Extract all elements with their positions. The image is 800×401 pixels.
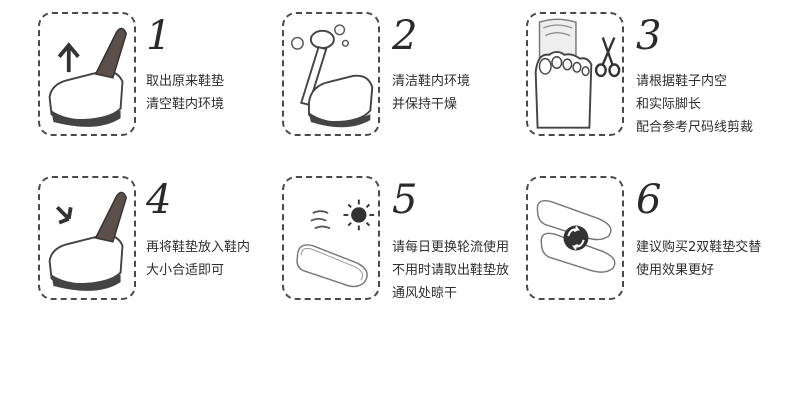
step-6-text: 建议购买2双鞋垫交替 使用效果更好 xyxy=(636,236,761,282)
step-4-frame xyxy=(38,176,136,300)
step-3-line-3: 配合参考尺码线剪裁 xyxy=(636,120,754,135)
shoe-insole-remove-icon xyxy=(48,27,128,127)
step-1-line-2: 清空鞋内环境 xyxy=(146,97,225,112)
step-4-text: 再将鞋垫放入鞋内 大小合适即可 xyxy=(146,236,250,282)
step-4-line-2: 大小合适即可 xyxy=(146,263,225,278)
step-5-text: 请每日更换轮流使用 不用时请取出鞋垫放 通风处晾干 xyxy=(392,236,509,305)
step-2-line-1: 清洁鞋内环境 xyxy=(392,74,471,89)
foot-insole-scissors-icon xyxy=(534,18,621,129)
step-1-frame xyxy=(38,12,136,136)
step-5-line-2: 不用时请取出鞋垫放 xyxy=(392,263,510,278)
step-3-text: 请根据鞋子内空 和实际脚长 配合参考尺码线剪裁 xyxy=(636,70,753,139)
shoe-clean-brush-icon xyxy=(290,24,374,128)
step-6-line-1: 建议购买2双鞋垫交替 xyxy=(636,240,762,255)
step-6-frame xyxy=(526,176,624,300)
step-2-frame xyxy=(282,12,380,136)
step-6-number: 6 xyxy=(636,177,662,223)
step-3-line-1: 请根据鞋子内空 xyxy=(636,74,728,89)
step-5-number: 5 xyxy=(392,177,418,223)
insole-swap-icon xyxy=(536,199,616,273)
step-3-number: 3 xyxy=(636,13,662,59)
step-3-line-2: 和实际脚长 xyxy=(636,97,702,112)
step-1-number: 1 xyxy=(146,13,172,59)
insole-sun-dry-icon xyxy=(296,199,375,288)
step-2-text: 清洁鞋内环境 并保持干燥 xyxy=(392,70,470,116)
step-5-frame xyxy=(282,176,380,300)
shoe-insole-insert-icon xyxy=(48,191,128,291)
step-3-frame xyxy=(526,12,624,136)
step-1-line-1: 取出原来鞋垫 xyxy=(146,74,225,89)
step-5-line-1: 请每日更换轮流使用 xyxy=(392,240,510,255)
step-4-line-1: 再将鞋垫放入鞋内 xyxy=(146,240,251,255)
step-5-line-3: 通风处晾干 xyxy=(392,286,458,301)
step-1-text: 取出原来鞋垫 清空鞋内环境 xyxy=(146,70,224,116)
step-2-number: 2 xyxy=(392,13,418,59)
step-2-line-2: 并保持干燥 xyxy=(392,97,458,112)
step-6-line-2: 使用效果更好 xyxy=(636,263,715,278)
step-4-number: 4 xyxy=(146,177,172,223)
